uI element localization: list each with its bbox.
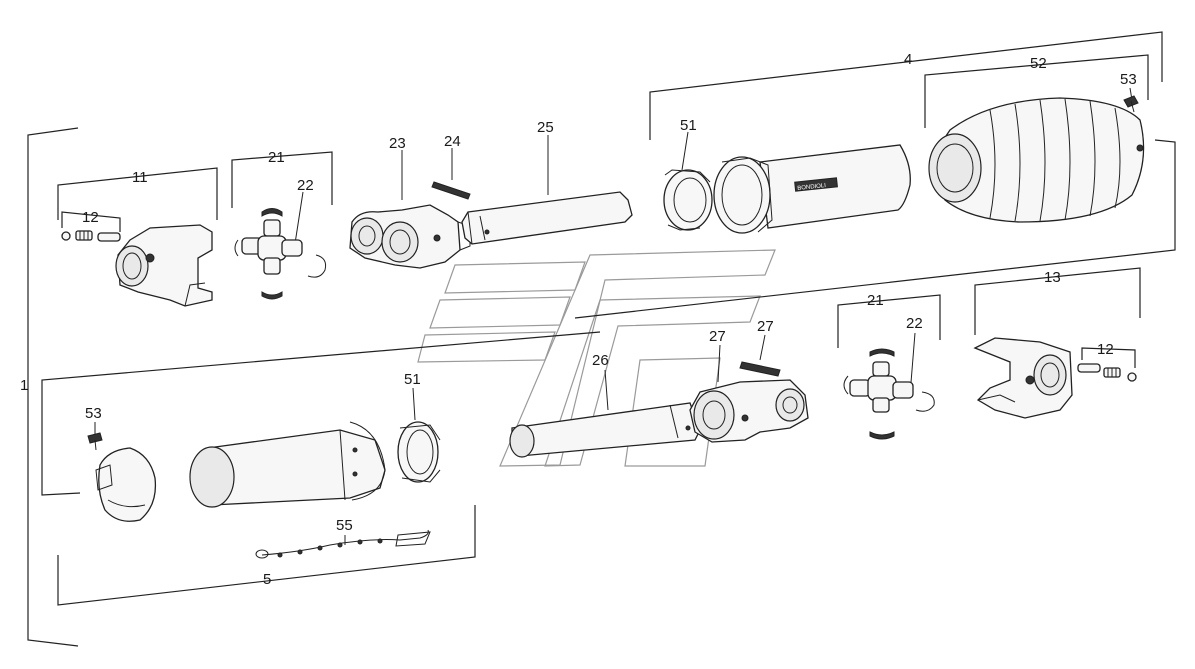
label-screw-inner: 53: [85, 405, 102, 422]
yoke-outer-part: [115, 224, 213, 307]
cross-kit-inner-part: [843, 348, 935, 440]
label-pin-outer: 24: [444, 133, 461, 150]
guard-outer-tube-part: BONDIOLI: [713, 144, 911, 234]
screw-outer-part: [1123, 95, 1139, 113]
label-inner-yoke-inner: 27: [709, 328, 726, 345]
bracket-cross-inner: [837, 294, 941, 348]
label-outer-half: 4: [904, 51, 912, 68]
pin-outer-part: [431, 181, 471, 200]
label-chain: 55: [336, 517, 353, 534]
guard-cone-part: [928, 97, 1145, 223]
bracket-guard-cone: [924, 54, 1149, 128]
label-cross-kit-inner: 21: [867, 292, 884, 309]
label-inner-yoke-outer: 23: [389, 135, 406, 152]
tube-inner-part: [509, 402, 701, 458]
bracket-assembly: [27, 127, 79, 647]
label-inner-half: 5: [263, 571, 271, 588]
callouts: 1 4 5 11 12 21 22 23 24 25 51 52 53 13 2…: [20, 51, 1137, 588]
inner-yoke-outer-part: [349, 204, 471, 269]
tube-outer-part: [461, 191, 633, 245]
bracket-screw-outer: [61, 211, 121, 232]
label-assembly: 1: [20, 377, 28, 394]
label-bearing-ring-outer: 51: [680, 117, 697, 134]
guard-brand-text: BONDIOLI: [797, 183, 826, 192]
watermark-logo: [417, 249, 776, 467]
label-guard-cone: 52: [1030, 55, 1047, 72]
bracket-screw-inner: [1081, 347, 1136, 368]
label-yoke-inner: 13: [1044, 269, 1061, 286]
bearing-ring-outer-part: [663, 169, 713, 231]
label-circlip-inner: 22: [906, 315, 923, 332]
screw-set-outer-part: [61, 230, 121, 242]
label-yoke-outer: 11: [132, 169, 148, 186]
label-pin-inner: 27: [757, 318, 774, 335]
bearing-ring-inner-part: [397, 421, 441, 483]
cross-kit-outer-part: [234, 208, 327, 300]
screw-set-inner-part: [1077, 363, 1137, 382]
bracket-yoke-inner: [974, 267, 1141, 335]
bracket-outer-half: [574, 31, 1176, 319]
bracket-yoke-outer: [57, 167, 218, 220]
label-tube-inner: 26: [592, 352, 609, 369]
yoke-inner-part: [973, 337, 1073, 419]
screw-inner-part: [87, 432, 103, 451]
chain-part: [255, 529, 431, 559]
guard-inner-tube-part: [189, 421, 386, 508]
inner-yoke-inner-part: [689, 379, 809, 443]
bracket-inner-half: [41, 331, 601, 606]
label-screw-set-outer: 12: [82, 209, 99, 226]
label-screw-set-inner: 12: [1097, 341, 1114, 358]
pin-inner-part: [739, 361, 781, 377]
label-screw-outer: 53: [1120, 71, 1137, 88]
guard-inner-cone-part: [95, 447, 157, 522]
label-cross-kit-outer: 21: [268, 149, 285, 166]
label-bearing-ring-inner: 51: [404, 371, 421, 388]
label-tube-outer: 25: [537, 119, 554, 136]
bracket-cross-outer: [231, 151, 333, 208]
label-circlip-outer: 22: [297, 177, 314, 194]
